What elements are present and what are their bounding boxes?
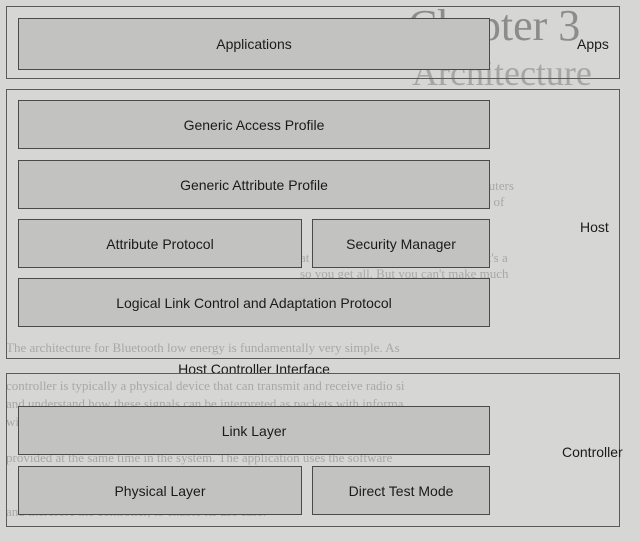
direct-test-mode-label: Direct Test Mode: [348, 482, 454, 499]
link-layer-label: Link Layer: [221, 422, 287, 439]
physical-layer-label: Physical Layer: [114, 482, 206, 499]
controller-layer-label: Controller: [562, 444, 623, 460]
apps-layer-label: Apps: [577, 36, 609, 52]
generic-access-profile-label: Generic Access Profile: [183, 116, 325, 133]
physical-layer-block: Physical Layer: [18, 466, 302, 515]
generic-access-profile-block: Generic Access Profile: [18, 100, 490, 149]
host-layer: [6, 89, 620, 359]
applications-label: Applications: [216, 36, 292, 52]
background-ghost-text: so you get all. But you can't make much: [300, 266, 509, 281]
attribute-protocol-label: Attribute Protocol: [106, 235, 214, 252]
attribute-protocol-block: Attribute Protocol: [18, 219, 302, 268]
generic-attribute-profile-block: Generic Attribute Profile: [18, 160, 490, 209]
generic-attribute-profile-label: Generic Attribute Profile: [180, 176, 328, 193]
controller-layer: [6, 373, 620, 527]
applications-block: Applications: [18, 18, 490, 70]
apps-layer: [6, 6, 620, 79]
security-manager-block: Security Manager: [312, 219, 490, 268]
background-ghost-text: The architecture for Bluetooth low energ…: [6, 340, 400, 355]
host-layer-label: Host: [580, 219, 609, 235]
l2cap-block: Logical Link Control and Adaptation Prot…: [18, 278, 490, 327]
direct-test-mode-block: Direct Test Mode: [312, 466, 490, 515]
security-manager-label: Security Manager: [346, 235, 456, 252]
link-layer-block: Link Layer: [18, 406, 490, 455]
background-ghost-text: controller is typically a physical devic…: [6, 378, 405, 393]
l2cap-label: Logical Link Control and Adaptation Prot…: [116, 294, 392, 311]
